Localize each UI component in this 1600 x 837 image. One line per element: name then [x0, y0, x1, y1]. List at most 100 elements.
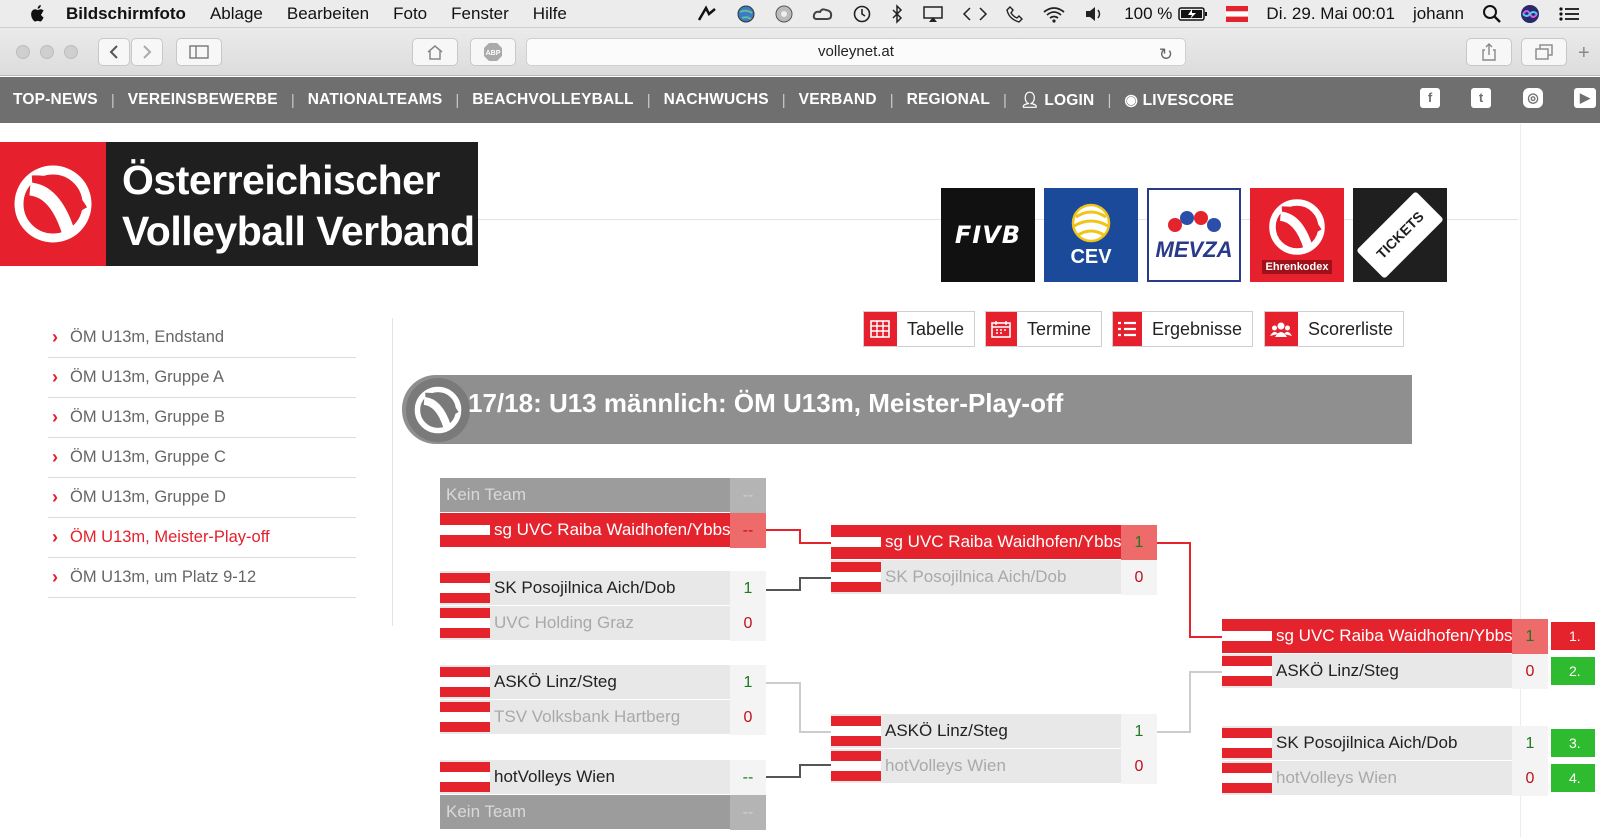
tabs-overview-button[interactable] [1521, 38, 1567, 66]
sidebar-item-gruppe-a[interactable]: ›ÖM U13m, Gruppe A [48, 358, 356, 398]
phone-icon[interactable] [1006, 5, 1024, 23]
url-bar[interactable]: volleynet.at ↻ [526, 38, 1186, 66]
bracket-team-row[interactable]: hotVolleys Wien-- [440, 759, 766, 795]
apple-icon[interactable] [26, 4, 48, 24]
team-score: 1 [1121, 524, 1157, 560]
time-machine-icon[interactable] [852, 4, 872, 24]
oevv-logo[interactable]: Österreichischer Volleyball Verband [0, 142, 478, 266]
battery-icon[interactable] [1178, 6, 1208, 22]
nav-login[interactable]: 👤︎ LOGIN [1007, 91, 1108, 110]
volume-icon[interactable] [1084, 5, 1106, 23]
menu-fenster[interactable]: Fenster [451, 3, 509, 23]
forward-button[interactable] [131, 38, 163, 66]
team-score: -- [730, 512, 766, 548]
window-zoom-button[interactable] [64, 45, 78, 59]
facebook-icon[interactable]: f [1420, 88, 1440, 108]
airplay-icon[interactable] [922, 5, 944, 23]
nav-top-news[interactable]: TOP-NEWS [13, 91, 98, 108]
logo-line-2: Volleyball Verband [122, 208, 475, 254]
sidebar-item-gruppe-c[interactable]: ›ÖM U13m, Gruppe C [48, 438, 356, 478]
tab-scorerliste[interactable]: Scorerliste [1264, 311, 1404, 347]
twitter-icon[interactable]: t [1471, 88, 1491, 108]
rank-badge: 4. [1551, 764, 1595, 792]
reload-icon[interactable]: ↻ [1158, 45, 1173, 64]
team-score: -- [730, 759, 766, 795]
youtube-icon[interactable]: ▶ [1574, 88, 1596, 108]
nav-regional[interactable]: REGIONAL [906, 91, 991, 108]
bracket-team-row[interactable]: Kein Team-- [440, 477, 766, 513]
clock-datetime[interactable]: Di. 29. Mai 00:01 [1266, 3, 1395, 23]
sidebar-item-endstand[interactable]: ›ÖM U13m, Endstand [48, 318, 356, 358]
chevron-right-icon: › [52, 327, 58, 347]
tab-tabelle[interactable]: Tabelle [863, 311, 975, 347]
siri-icon[interactable] [1520, 4, 1540, 24]
battery-percent[interactable]: 100 % [1124, 3, 1173, 23]
team-score: 1 [730, 570, 766, 606]
back-button[interactable] [98, 38, 130, 66]
austria-flag-icon [1222, 620, 1272, 652]
nav-beachvolleyball[interactable]: BEACHVOLLEYBALL [472, 91, 634, 108]
team-name: Kein Team [446, 485, 527, 504]
status-app-icon[interactable] [696, 4, 718, 23]
partner-fivb-logo[interactable]: FIVB [941, 188, 1035, 282]
menu-bearbeiten[interactable]: Bearbeiten [286, 3, 370, 23]
nav-verband[interactable]: VERBAND [798, 91, 877, 108]
team-name: sg UVC Raiba Waidhofen/Ybbs [494, 520, 730, 539]
wifi-icon[interactable] [1042, 5, 1066, 23]
spotlight-search-icon[interactable] [1482, 4, 1502, 24]
instagram-icon[interactable]: ◎ [1523, 88, 1543, 108]
nav-vereinsbewerbe[interactable]: VEREINSBEWERBE [127, 91, 278, 108]
list-icon [1113, 312, 1142, 346]
tab-termine[interactable]: Termine [985, 311, 1102, 347]
tab-ergebnisse[interactable]: Ergebnisse [1112, 311, 1253, 347]
menu-app-name[interactable]: Bildschirmfoto [66, 3, 186, 23]
creative-cloud-icon[interactable] [812, 5, 834, 23]
user-name[interactable]: johann [1412, 3, 1464, 23]
nav-livescore[interactable]: ◉ LIVESCORE [1111, 91, 1247, 110]
partner-mevza-logo[interactable]: MEVZA [1147, 188, 1241, 282]
partner-cev-logo[interactable]: CEV [1044, 188, 1138, 282]
bracket-team-row[interactable]: Kein Team-- [440, 794, 766, 830]
disk-icon[interactable] [774, 4, 794, 24]
austria-flag-icon [1222, 762, 1272, 794]
menu-ablage[interactable]: Ablage [209, 3, 263, 23]
globe-icon[interactable] [736, 4, 756, 24]
nav-nachwuchs[interactable]: NACHWUCHS [663, 91, 769, 108]
partner-ehrenkodex-logo[interactable]: Ehrenkodex [1250, 188, 1344, 282]
sidebar-item-gruppe-d[interactable]: ›ÖM U13m, Gruppe D [48, 478, 356, 518]
team-name: TSV Volksbank Hartberg [494, 707, 681, 726]
sidebar-item-meister-play-off[interactable]: ›ÖM U13m, Meister-Play-off [48, 518, 356, 558]
austria-flag-icon[interactable] [1226, 5, 1249, 22]
window-minimize-button[interactable] [40, 45, 54, 59]
users-group-icon [1265, 312, 1298, 346]
adblock-plus-icon[interactable]: ABP [470, 38, 516, 66]
bracket-team-row[interactable]: sg UVC Raiba Waidhofen/Ybbs-- [440, 512, 766, 548]
share-button[interactable] [1466, 38, 1512, 66]
partner-tickets-logo[interactable]: TICKETS [1353, 188, 1447, 282]
nav-nationalteams[interactable]: NATIONALTEAMS [307, 91, 443, 108]
sidebar-toggle-button[interactable] [176, 38, 222, 66]
sidebar-item-platz-9-12[interactable]: ›ÖM U13m, um Platz 9-12 [48, 558, 356, 598]
sidebar-item-gruppe-b[interactable]: ›ÖM U13m, Gruppe B [48, 398, 356, 438]
home-button[interactable] [412, 38, 458, 66]
team-score: 1 [730, 664, 766, 700]
menu-hilfe[interactable]: Hilfe [532, 3, 567, 23]
bluetooth-icon[interactable] [890, 3, 904, 24]
notification-center-icon[interactable] [1558, 5, 1580, 23]
code-icon[interactable] [962, 5, 988, 23]
window-close-button[interactable] [16, 45, 30, 59]
menu-foto[interactable]: Foto [393, 3, 428, 23]
new-tab-icon[interactable]: + [1578, 42, 1590, 64]
